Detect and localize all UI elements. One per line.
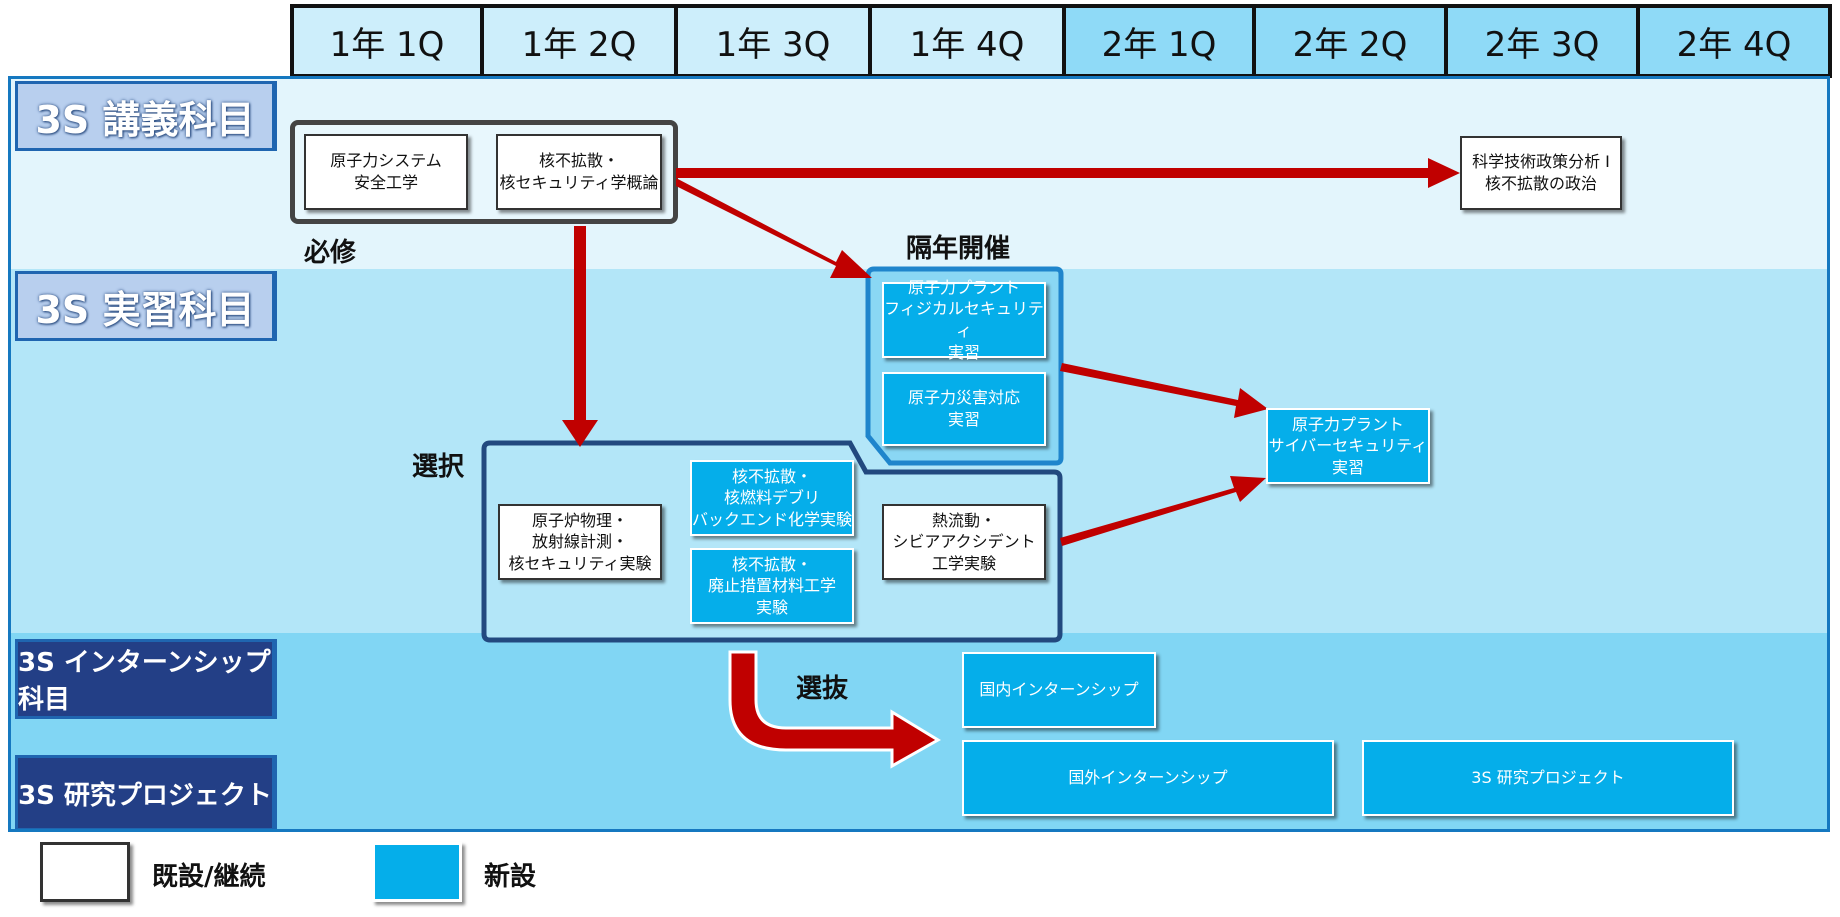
quarter-header-2y-1q: 2年 1Q	[1062, 4, 1256, 78]
legend-label-existing: 既設/継続	[152, 862, 266, 892]
label-biennial: 隔年開催	[906, 234, 1011, 264]
elective-group-frame	[481, 440, 1063, 643]
quarter-header-2y-4q: 2年 4Q	[1636, 4, 1832, 78]
course-science-policy: 科学技術政策分析 I 核不拡散の政治	[1460, 136, 1622, 210]
course-decommissioning-materials: 核不拡散・ 廃止措置材料工学 実験	[690, 548, 854, 624]
legend-label-new: 新設	[484, 862, 537, 892]
legend-swatch-existing	[40, 842, 130, 902]
label-selection: 選抜	[796, 674, 849, 704]
course-plant-cyber-security: 原子力プラント サイバーセキュリティ 実習	[1266, 408, 1430, 484]
course-fuel-debris-backend: 核不拡散・ 核燃料デブリ バックエンド化学実験	[690, 460, 854, 536]
label-elective: 選択	[412, 452, 465, 482]
quarter-label: 2年 2Q	[1292, 24, 1408, 65]
category-label: 3S 研究プロジェクト	[18, 780, 272, 811]
legend-swatch-new	[372, 842, 462, 902]
quarter-header-2y-3q: 2年 3Q	[1444, 4, 1640, 78]
course-thermal-severe-accident: 熱流動・ シビアアクシデント 工学実験	[882, 504, 1046, 580]
quarter-label: 2年 3Q	[1484, 24, 1600, 65]
quarter-header-1y-4q: 1年 4Q	[868, 4, 1066, 78]
quarter-header-1y-1q: 1年 1Q	[290, 4, 484, 78]
category-label: 3S 講義科目	[35, 97, 255, 142]
category-label: 3S 実習科目	[35, 287, 255, 332]
category-tab-practice: 3S 実習科目	[15, 271, 277, 341]
quarter-label: 1年 1Q	[329, 24, 445, 65]
label-required: 必修	[304, 238, 357, 268]
category-label: 3S インターンシップ科目	[18, 648, 271, 715]
quarter-label: 1年 4Q	[909, 24, 1025, 65]
course-overseas-internship: 国外インターンシップ	[962, 740, 1334, 816]
quarter-label: 1年 3Q	[715, 24, 831, 65]
quarter-label: 2年 4Q	[1676, 24, 1792, 65]
quarter-header-2y-2q: 2年 2Q	[1252, 4, 1448, 78]
quarter-header-1y-2q: 1年 2Q	[480, 4, 678, 78]
category-tab-internship: 3S インターンシップ科目	[15, 639, 277, 719]
course-plant-physical-security: 原子力プラント フィジカルセキュリティ 実習	[882, 278, 1046, 362]
quarter-label: 2年 1Q	[1101, 24, 1217, 65]
course-reactor-physics: 原子炉物理・ 放射線計測・ 核セキュリティ実験	[498, 504, 662, 580]
course-research-project: 3S 研究プロジェクト	[1362, 740, 1734, 816]
course-domestic-internship: 国内インターンシップ	[962, 652, 1156, 728]
course-nuclear-disaster-response: 原子力災害対応 実習	[882, 372, 1046, 446]
quarter-label: 1年 2Q	[521, 24, 637, 65]
quarter-header-1y-3q: 1年 3Q	[674, 4, 872, 78]
course-nuclear-system-safety: 原子力システム 安全工学	[304, 134, 468, 210]
category-tab-research: 3S 研究プロジェクト	[15, 755, 277, 829]
category-tab-lecture: 3S 講義科目	[15, 81, 277, 151]
course-nonproliferation-security-intro: 核不拡散・ 核セキュリティ学概論	[496, 134, 662, 210]
